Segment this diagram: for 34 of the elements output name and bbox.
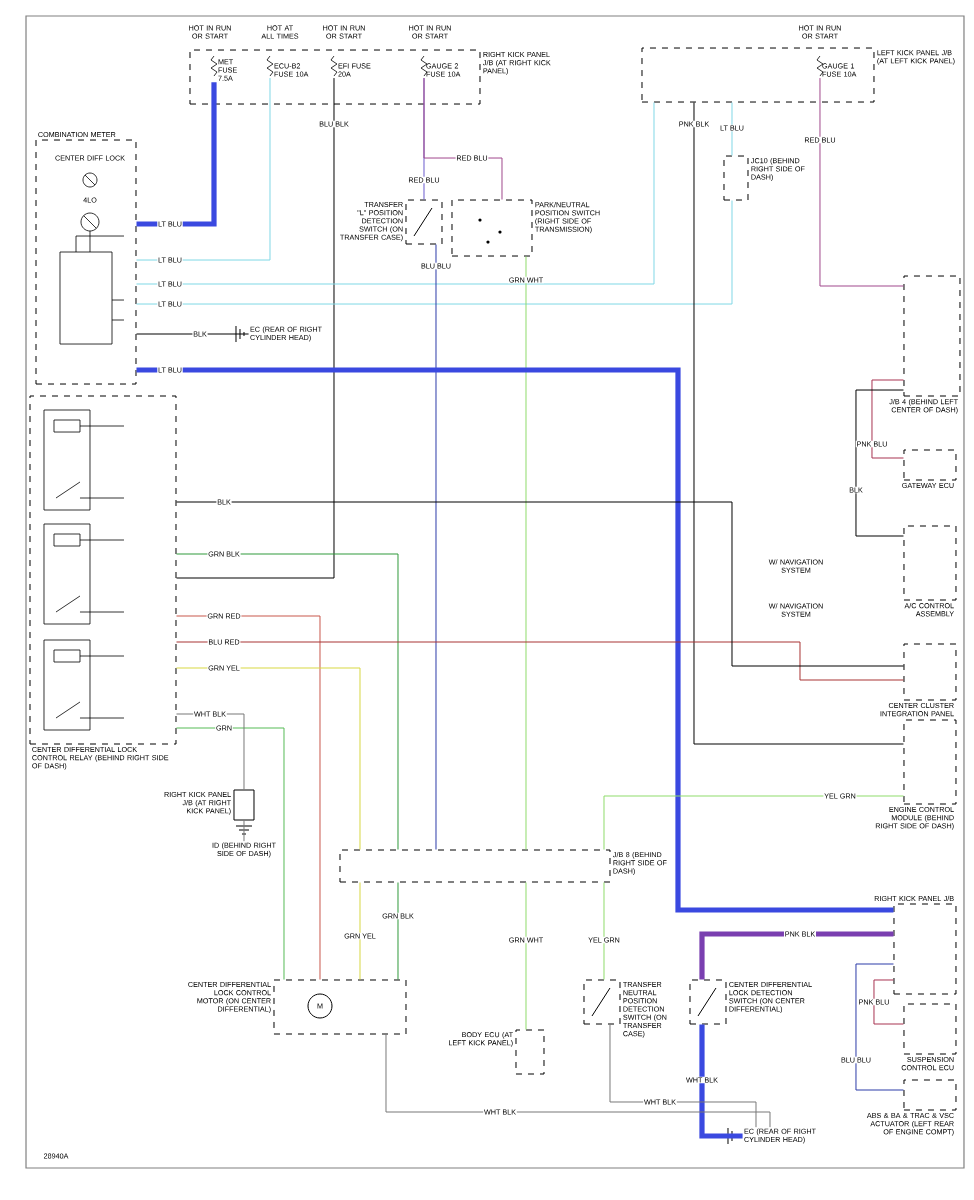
wire xyxy=(359,882,361,980)
wire xyxy=(819,77,904,287)
wire xyxy=(603,795,904,850)
wire xyxy=(136,367,894,913)
wire xyxy=(435,244,437,850)
wire xyxy=(176,713,245,790)
wire xyxy=(136,77,271,261)
wire xyxy=(603,882,605,980)
wire xyxy=(176,615,321,980)
wire xyxy=(873,979,904,1025)
wire xyxy=(855,389,904,537)
wire xyxy=(136,82,217,227)
wire xyxy=(609,1024,757,1128)
wire xyxy=(176,77,335,579)
wire xyxy=(855,963,904,1091)
wire xyxy=(385,1034,771,1128)
wire xyxy=(136,333,250,335)
wire xyxy=(176,553,399,850)
wire xyxy=(693,102,904,745)
wire xyxy=(176,727,285,980)
wire xyxy=(731,102,733,156)
wire xyxy=(136,102,655,285)
wire xyxy=(525,882,527,1030)
wire xyxy=(423,77,503,200)
wire xyxy=(176,641,904,681)
wire xyxy=(176,501,904,667)
wire xyxy=(699,1024,743,1139)
wire xyxy=(136,200,733,305)
wire xyxy=(243,820,245,842)
wire xyxy=(397,882,399,980)
wire xyxy=(525,256,527,850)
wire xyxy=(871,379,904,459)
wire xyxy=(176,667,361,850)
wire xyxy=(699,931,894,980)
